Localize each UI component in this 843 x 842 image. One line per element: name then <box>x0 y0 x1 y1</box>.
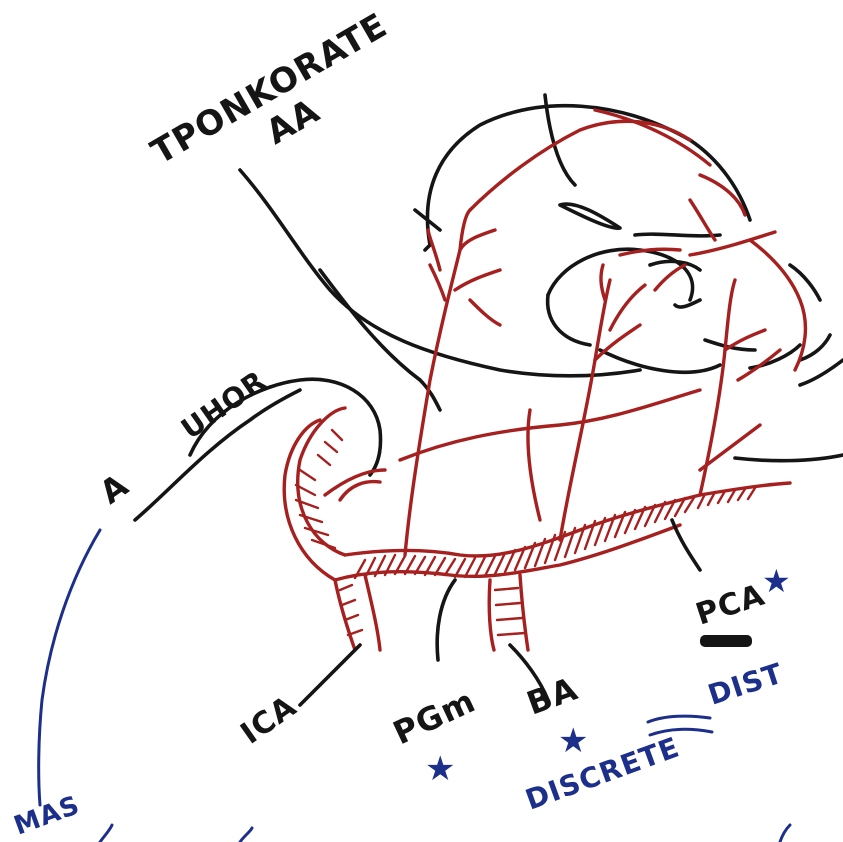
edge-scrawl-mark <box>100 825 790 842</box>
label-a: A <box>93 466 136 512</box>
label-ica: ICA <box>235 689 304 752</box>
star-icon-ba: ★ <box>558 721 588 761</box>
pca-leader-line <box>672 520 700 570</box>
scribble-mark <box>648 716 712 735</box>
mas-leader-line <box>39 530 100 805</box>
label-dist: DIST <box>704 656 787 711</box>
label-ba: BA <box>522 669 583 722</box>
label-trunk-line1: TPONKORATE <box>145 5 395 172</box>
trunk-leader-line <box>240 170 640 376</box>
label-discrete: DISCRETE <box>521 730 684 816</box>
trunk-leader-line-branch <box>320 270 440 410</box>
ica-leader-line <box>300 645 360 705</box>
label-uhor: UHOR <box>175 364 272 446</box>
red-vessel-tree <box>284 110 805 650</box>
pca-underline-mark <box>700 635 752 647</box>
star-icon-pca: ★ <box>762 562 791 600</box>
label-pca: PCA <box>692 578 770 633</box>
star-icon-pgm: ★ <box>425 749 455 789</box>
label-pgm: PGm <box>387 681 481 752</box>
pgm-leader-line <box>437 580 455 660</box>
label-mas: MAS <box>10 790 84 841</box>
